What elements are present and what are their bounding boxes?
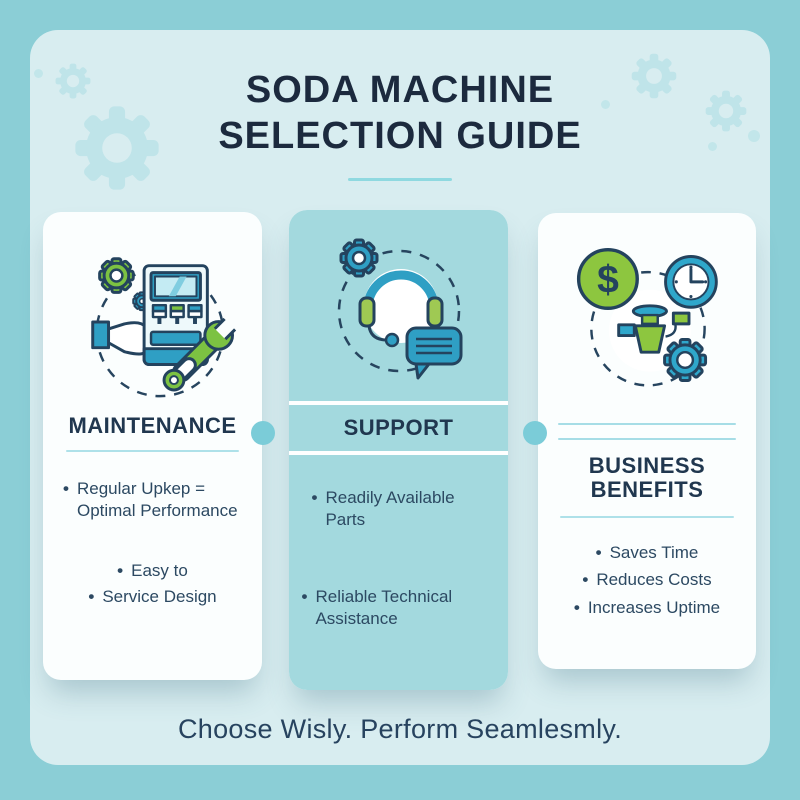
card-title-support: SUPPORT <box>343 414 454 440</box>
card-title-business-benefits: BUSINESS BENEFITS <box>588 453 706 503</box>
bullet-item: Reliable Technical Assistance <box>289 586 508 630</box>
title-underline <box>348 178 452 181</box>
business-benefits-bullet-list: Saves Time Reduces Costs Increases Uptim… <box>538 542 756 618</box>
bullet-item: Easy to <box>43 560 262 582</box>
dollar-clock-dispenser-gear-icon: $ <box>538 213 756 401</box>
bullet-item: Readily Available Parts <box>289 487 508 531</box>
card-double-line <box>558 423 736 425</box>
connector-dot <box>251 421 275 445</box>
bullet-item: Increases Uptime <box>538 597 756 619</box>
support-title-band: SUPPORT <box>289 405 508 451</box>
vending-machine-wrench-icon <box>43 212 262 406</box>
card-maintenance: MAINTENANCE Regular Upkep = Optimal Perf… <box>43 212 262 680</box>
decorative-dot <box>748 130 760 142</box>
card-divider <box>560 516 734 519</box>
decorative-dot <box>601 100 610 109</box>
footer-tagline: Choose Wisly. Perform Seamlesmly. <box>178 714 622 744</box>
support-bullet-list: Readily Available Parts Reliable Technic… <box>289 487 508 630</box>
headset-chat-icon <box>319 226 479 386</box>
decorative-dot <box>708 142 717 151</box>
connector-dot <box>523 421 547 445</box>
maintenance-bullet-list: Regular Upkep = Optimal Performance Easy… <box>43 478 262 608</box>
support-icon-section <box>289 210 508 401</box>
card-double-line <box>558 438 736 440</box>
bullet-item: Regular Upkep = Optimal Performance <box>43 478 262 522</box>
card-support: SUPPORT Readily Available Parts Reliable… <box>289 210 508 690</box>
page-title-line1: SODA MACHINE <box>245 69 555 111</box>
support-body-section: Readily Available Parts Reliable Technic… <box>289 455 508 690</box>
page-title-line2: SELECTION GUIDE <box>218 114 582 157</box>
card-divider <box>66 450 239 453</box>
bullet-item: Reduces Costs <box>538 569 756 591</box>
decorative-dot <box>34 69 43 78</box>
card-title-maintenance: MAINTENANCE <box>68 413 237 438</box>
page-title: SODA MACHINE SELECTION GUIDE <box>0 68 800 159</box>
card-business-benefits: $ <box>538 213 756 669</box>
svg-text:$: $ <box>597 259 619 302</box>
bullet-item: Saves Time <box>538 542 756 564</box>
bullet-item: Service Design <box>43 586 262 608</box>
